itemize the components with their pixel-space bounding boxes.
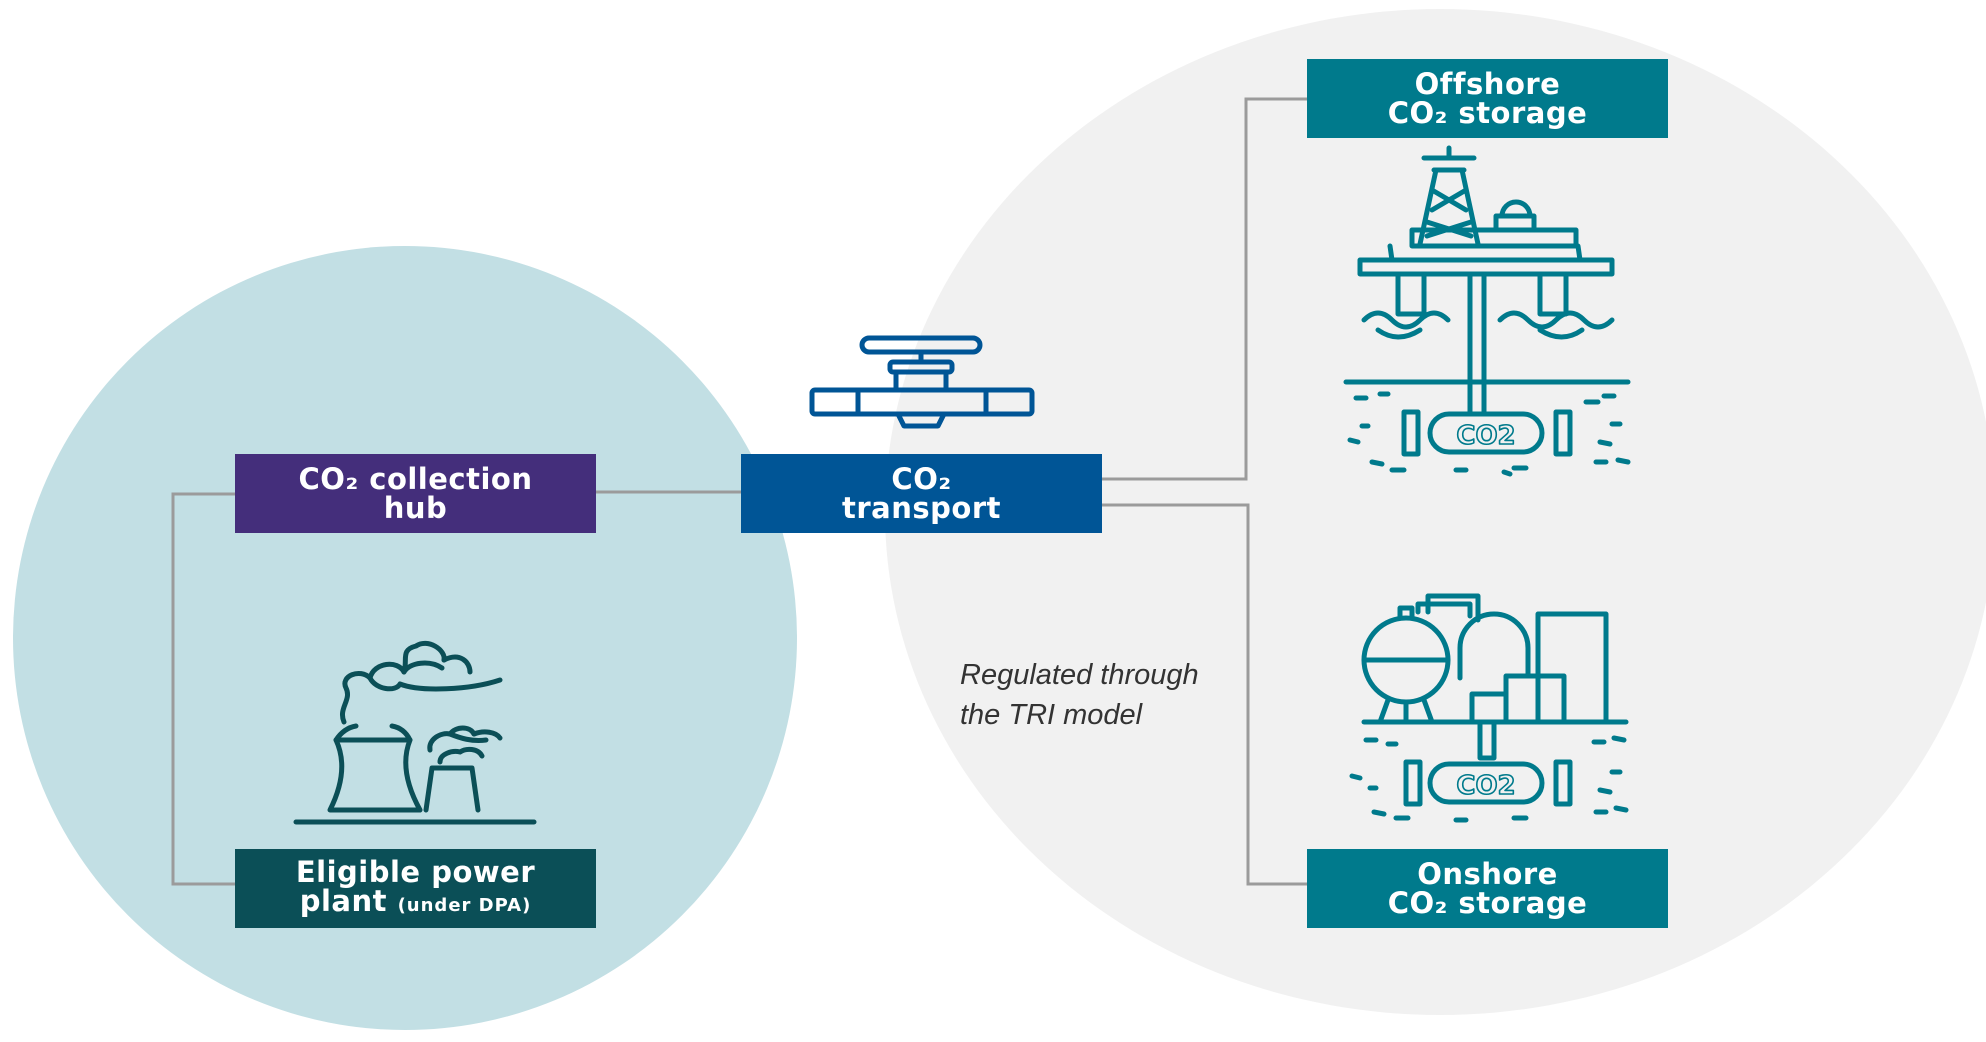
offshore-co2-label: CO2 — [1456, 421, 1515, 451]
hub-label-line2: hub — [383, 490, 448, 525]
note-line2: the TRI model — [960, 699, 1143, 731]
connector-transport-offshore — [1102, 97, 1307, 481]
offshore-label-line2: CO₂ storage — [1387, 95, 1588, 130]
onshore-storage-box[interactable]: Onshore CO₂ storage — [1307, 849, 1668, 928]
regulation-note: Regulated through the TRI model — [960, 655, 1199, 735]
onshore-label-line1: Onshore — [1417, 856, 1558, 891]
plant-label-line2-wrap: plant (under DPA) — [299, 883, 532, 920]
connector-lines — [171, 97, 1307, 886]
connector-transport-onshore — [1102, 503, 1307, 886]
onshore-facility-icon: CO2 — [1349, 593, 1629, 823]
pipeline-valve-icon — [809, 335, 1035, 429]
co2-collection-hub-box[interactable]: CO₂ collection hub — [235, 454, 596, 533]
plant-label-line1: Eligible power — [295, 854, 536, 889]
eligible-power-plant-box[interactable]: Eligible power plant (under DPA) — [235, 849, 596, 928]
plant-label-note: (under DPA) — [397, 894, 532, 916]
note-line1: Regulated through — [960, 659, 1199, 691]
left-circle — [13, 246, 797, 1030]
offshore-label-line1: Offshore — [1414, 66, 1561, 101]
co2-transport-box[interactable]: CO₂ transport — [741, 454, 1102, 533]
connector-hub-plant — [171, 492, 235, 886]
offshore-rig-icon: CO2 — [1343, 145, 1631, 477]
power-plant-icon — [293, 640, 537, 825]
right-circle — [885, 9, 1986, 1015]
plant-label-line2: plant — [299, 883, 387, 918]
onshore-co2-label: CO2 — [1456, 771, 1515, 801]
onshore-label-line2: CO₂ storage — [1387, 885, 1588, 920]
transport-label-line1: CO₂ — [891, 461, 952, 496]
transport-label-line2: transport — [842, 490, 1001, 525]
hub-label-line1: CO₂ collection — [298, 461, 533, 496]
offshore-storage-box[interactable]: Offshore CO₂ storage — [1307, 59, 1668, 138]
